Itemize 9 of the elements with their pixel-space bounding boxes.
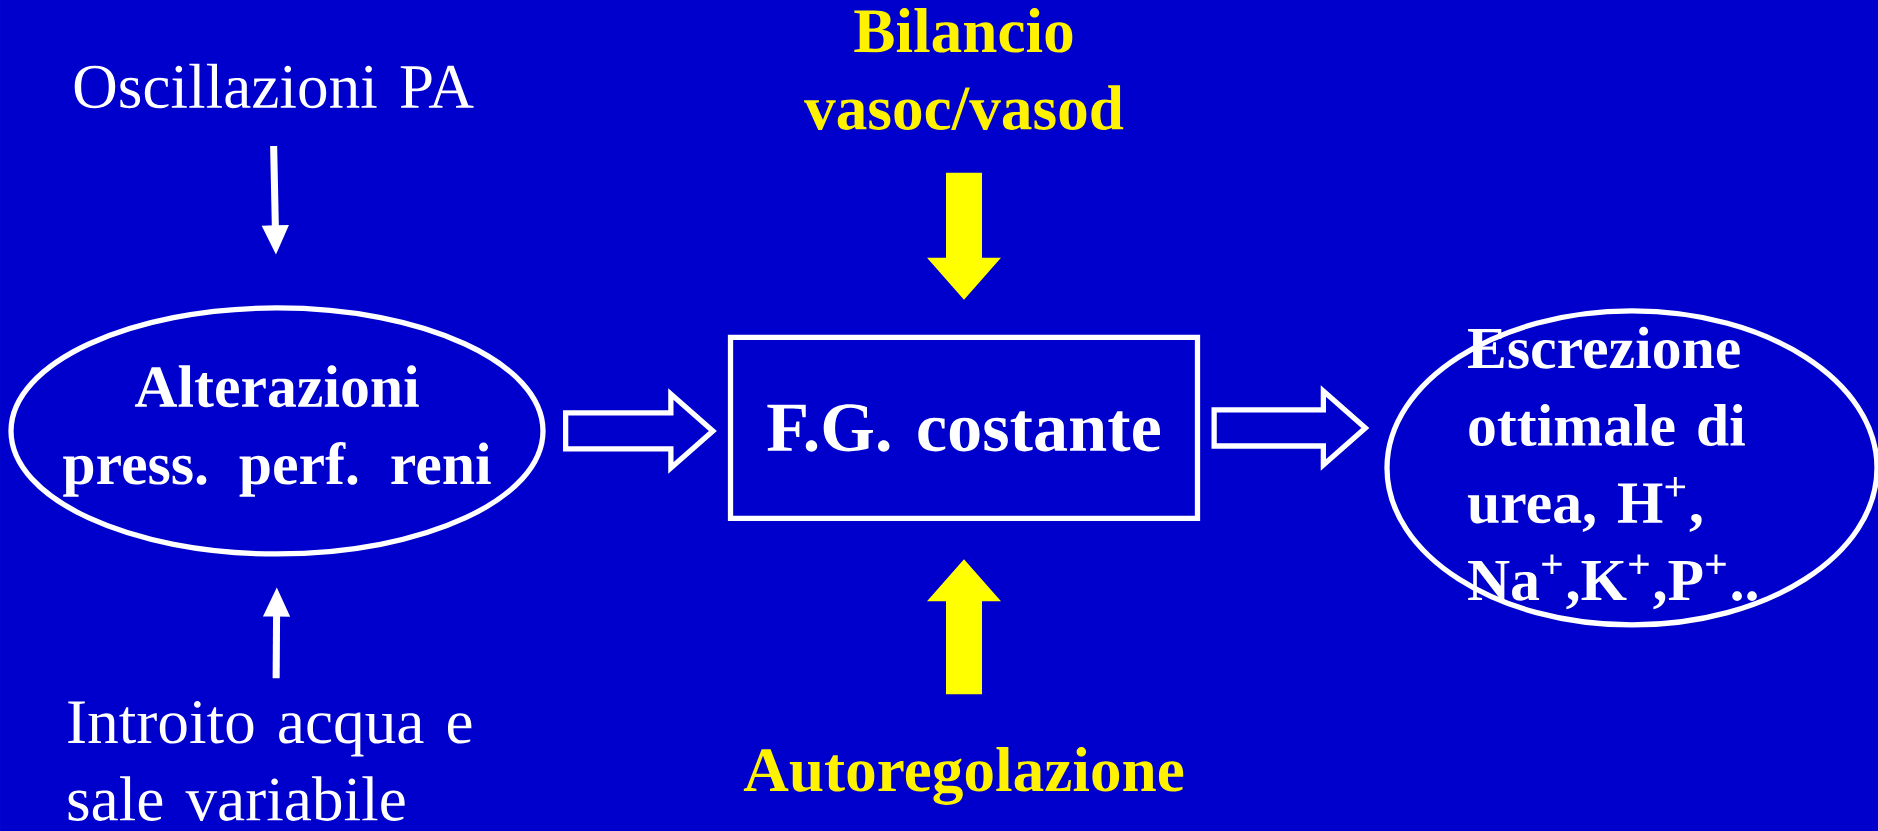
block-arrow: [927, 172, 1001, 300]
text-label: Oscillazioni PA: [74, 63, 474, 109]
text-label: Introito acqua e sale variabile: [68, 701, 472, 821]
text-label: Bilancio vasoc/vasod: [804, 8, 1124, 130]
block-arrow: [927, 559, 1001, 695]
process-box: F.G. costante: [727, 334, 1201, 522]
block-arrow: [563, 388, 717, 474]
block-arrow: [1211, 385, 1370, 471]
text-label: Autoregolazione: [743, 747, 1184, 805]
